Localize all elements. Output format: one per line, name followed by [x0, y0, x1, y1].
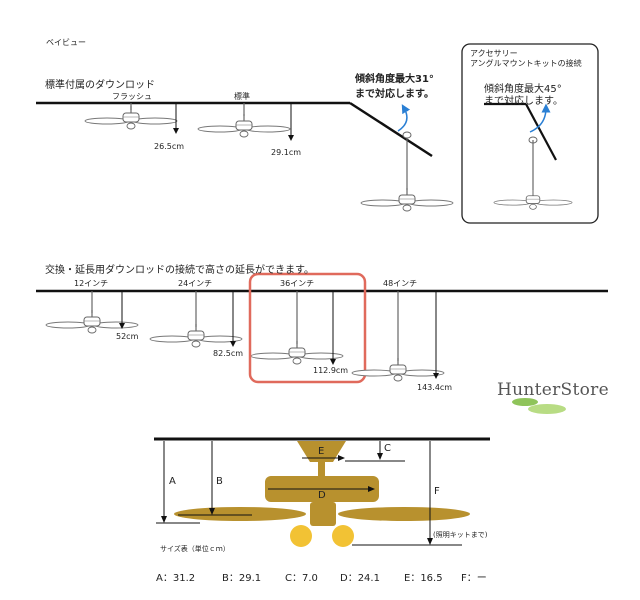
accessory-box	[461, 43, 599, 224]
extension-downrod-section	[36, 272, 608, 384]
brand-logo: HunterStore	[497, 380, 609, 400]
size-value-b: B：29.1	[222, 573, 262, 584]
label-a: A	[169, 476, 176, 487]
downrod-12-value: 52cm	[116, 332, 139, 341]
accessory-title-line1: アクセサリー	[470, 49, 518, 58]
slope-45-line1: 傾斜角度最大45°	[484, 84, 562, 95]
slope-31-line1: 傾斜角度最大31°	[355, 74, 434, 85]
flush-value: 26.5cm	[154, 142, 185, 151]
standard-value: 29.1cm	[271, 148, 302, 157]
label-c: C	[384, 443, 391, 454]
standard-heading: 標準付属のダウンロッド	[45, 80, 155, 91]
downrod-12-label: 12インチ	[74, 279, 109, 288]
dimension-diagram	[154, 437, 490, 547]
standard-downrod-section	[36, 101, 454, 212]
downrod-24-value: 82.5cm	[213, 349, 244, 358]
label-e: E	[318, 446, 325, 457]
size-value-f: F：ー	[461, 573, 487, 584]
downrod-36-label: 36インチ	[280, 279, 315, 288]
label-b: B	[216, 476, 223, 487]
downrod-24-label: 24インチ	[178, 279, 213, 288]
label-f: F	[434, 486, 440, 497]
slope-45-line2: まで対応します。	[484, 96, 563, 107]
extension-heading: 交換・延長用ダウンロッドの接続で高さの延長ができます。	[45, 265, 314, 276]
standard-label: 標準	[234, 92, 250, 101]
page-title: ベイビュー	[46, 38, 86, 47]
label-d: D	[318, 490, 326, 501]
light-kit-note: (照明キットまで)	[433, 531, 488, 539]
slope-31-line2: まで対応します。	[355, 89, 434, 100]
logo-leaves	[512, 398, 566, 414]
flush-label: フラッシュ	[112, 92, 152, 101]
size-table-title: サイズ表（単位ｃｍ）	[160, 545, 230, 553]
downrod-48-label: 48インチ	[383, 279, 418, 288]
size-value-c: C：7.0	[285, 573, 318, 584]
downrod-36-value: 112.9cm	[313, 366, 349, 375]
downrod-48-value: 143.4cm	[417, 383, 453, 392]
size-value-d: D：24.1	[340, 573, 380, 584]
size-value-a: A：31.2	[156, 573, 196, 584]
accessory-title-line2: アングルマウントキットの接続	[470, 59, 582, 68]
size-value-e: E：16.5	[404, 573, 443, 584]
